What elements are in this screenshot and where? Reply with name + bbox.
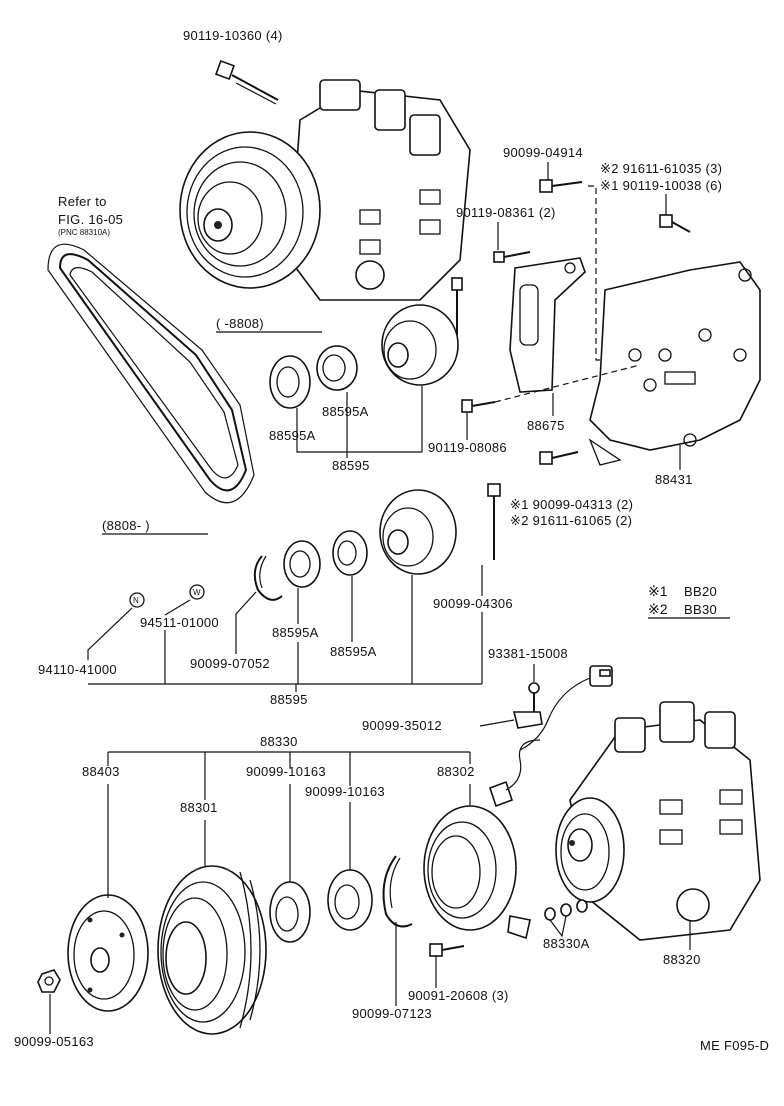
label-88595-bottom: 88595: [270, 692, 308, 707]
clutch-plate-88403: [67, 894, 149, 1012]
bolt-90099-04313: [539, 451, 579, 465]
bearing-lower-1: [283, 540, 321, 588]
snap-ring-lower: [253, 555, 283, 601]
label-91611-61065: ※2 91611-61065 (2): [510, 513, 632, 528]
label-90119-08361: 90119-08361 (2): [456, 205, 556, 220]
connector-plug: [519, 665, 613, 751]
compressor-88320-illustration: [555, 701, 761, 941]
bolt-90099-04914: [539, 179, 583, 193]
nut-90099-05163: [37, 969, 61, 993]
refer-line1: Refer to: [58, 194, 107, 209]
leader-90099-07052: [235, 591, 257, 654]
dashed-leader-08086: [494, 364, 641, 403]
label-90091-20608: 90091-20608 (3): [408, 988, 509, 1003]
label-91611-61035: ※2 91611-61035 (3): [600, 161, 722, 176]
n-symbol-circle: [129, 592, 145, 608]
figure-code: ME F095-D: [700, 1038, 769, 1053]
bolt-90119-10360: [215, 60, 279, 105]
legend-value-1: BB20: [684, 584, 717, 599]
leader-94110-41000: [87, 607, 133, 660]
washers-88330A: [544, 899, 588, 921]
w-symbol: W: [193, 588, 201, 597]
bolt-90091-20608: [429, 943, 465, 957]
leader-90099-35012: [479, 719, 515, 727]
bolt-upper-small: [451, 277, 463, 335]
bearing-clutch-2: [327, 869, 373, 931]
clutch-hub-lower: [379, 489, 457, 575]
label-88330: 88330: [260, 734, 298, 749]
label-88675: 88675: [527, 418, 565, 433]
range-upper: ( -8808): [216, 316, 264, 331]
n-symbol: N: [133, 596, 139, 605]
legend-mark-2: ※2: [648, 601, 668, 617]
bolt-90119-10038: [659, 214, 691, 233]
leader-88330A: [549, 915, 567, 938]
bolt-90119-08361: [493, 251, 531, 263]
label-90099-04306: 90099-04306: [433, 596, 513, 611]
label-90099-35012: 90099-35012: [362, 718, 442, 733]
bearing-lower-2: [332, 530, 368, 576]
compressor-upper-illustration: [179, 79, 471, 301]
bracket-88431-illustration: [588, 261, 761, 466]
refer-line3: (PNC 88310A): [58, 228, 110, 237]
label-90119-10038: ※1 90119-10038 (6): [600, 178, 722, 193]
label-90099-05163: 90099-05163: [14, 1034, 94, 1049]
label-94511-01000: 94511-01000: [140, 615, 219, 630]
label-90099-07123: 90099-07123: [352, 1006, 432, 1021]
label-90099-10163-a: 90099-10163: [246, 764, 326, 779]
leader-94511-01000: [164, 599, 191, 616]
drive-belt-illustration: [47, 243, 255, 504]
label-90119-08086: 90119-08086: [428, 440, 507, 455]
label-88403: 88403: [82, 764, 120, 779]
label-88595-top: 88595: [332, 458, 370, 473]
bearing-upper-2: [316, 345, 358, 391]
refer-line2: FIG. 16-05: [58, 212, 123, 227]
label-88595A-b: 88595A: [322, 404, 369, 419]
label-88301: 88301: [180, 800, 218, 815]
legend-mark-1: ※1: [648, 583, 668, 599]
clutch-hub-upper: [381, 304, 459, 386]
bearing-upper-1: [269, 355, 311, 409]
clamp-90099-35012: [512, 711, 543, 729]
w-symbol-circle: [189, 584, 205, 600]
label-88302: 88302: [437, 764, 475, 779]
label-88320: 88320: [663, 952, 701, 967]
pulley-88301: [157, 865, 267, 1035]
bolt-90099-04306: [487, 483, 501, 560]
bracket-88675-illustration: [509, 257, 586, 393]
label-90119-10360: 90119-10360 (4): [183, 28, 283, 43]
label-88330A: 88330A: [543, 936, 590, 951]
label-88595A-a: 88595A: [269, 428, 316, 443]
label-94110-41000: 94110-41000: [38, 662, 117, 677]
bearing-clutch-1: [269, 881, 311, 943]
label-90099-07052: 90099-07052: [190, 656, 270, 671]
label-90099-04313: ※1 90099-04313 (2): [510, 497, 633, 512]
bracket-88595-top: [296, 386, 423, 453]
label-90099-10163-b: 90099-10163: [305, 784, 385, 799]
label-93381-15008: 93381-15008: [488, 646, 568, 661]
label-88595A-c: 88595A: [272, 625, 319, 640]
bolt-90119-08086: [461, 399, 496, 413]
range-lower: (8808- ): [102, 518, 150, 533]
label-88595A-d: 88595A: [330, 644, 377, 659]
screw-93381-15008: [528, 682, 540, 712]
field-coil-88302: [423, 739, 541, 940]
label-88431: 88431: [655, 472, 693, 487]
label-90099-04914: 90099-04914: [503, 145, 583, 160]
legend-value-2: BB30: [684, 602, 717, 617]
snap-ring-90099-07123: [382, 855, 413, 928]
